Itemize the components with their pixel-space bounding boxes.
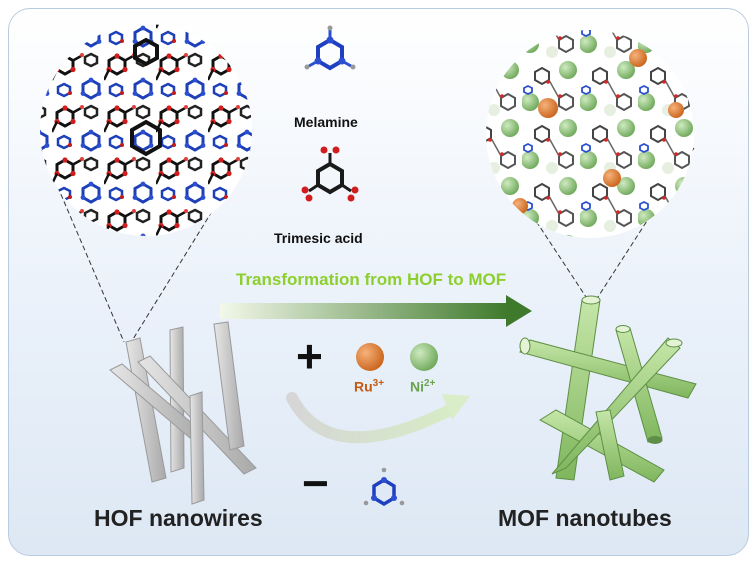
ru-ion-label: Ru3+ <box>354 378 385 395</box>
minus-sign: − <box>302 457 329 509</box>
trimesic-acid-label: Trimesic acid <box>274 230 363 246</box>
mof-structure-zoom <box>486 30 695 301</box>
hof-structure-zoom <box>40 24 252 345</box>
ru-ion-sphere <box>356 343 384 371</box>
hof-nanowires-title: HOF nanowires <box>94 505 263 531</box>
hof-nanowires <box>109 321 257 505</box>
ni-ion-sphere <box>410 343 438 371</box>
melamine-label: Melamine <box>294 114 358 130</box>
released-melamine-molecule <box>363 467 405 507</box>
transformation-arrow <box>220 295 532 327</box>
curved-arrow <box>286 392 470 444</box>
trimesic-acid-molecule <box>301 146 359 202</box>
transformation-label: Transformation from HOF to MOF <box>236 270 507 289</box>
melamine-molecule <box>304 25 356 71</box>
plus-sign: + <box>296 330 323 382</box>
mof-nanotubes-title: MOF nanotubes <box>498 505 672 531</box>
mof-nanotubes <box>519 295 697 483</box>
ni-ion-label: Ni2+ <box>410 378 436 395</box>
